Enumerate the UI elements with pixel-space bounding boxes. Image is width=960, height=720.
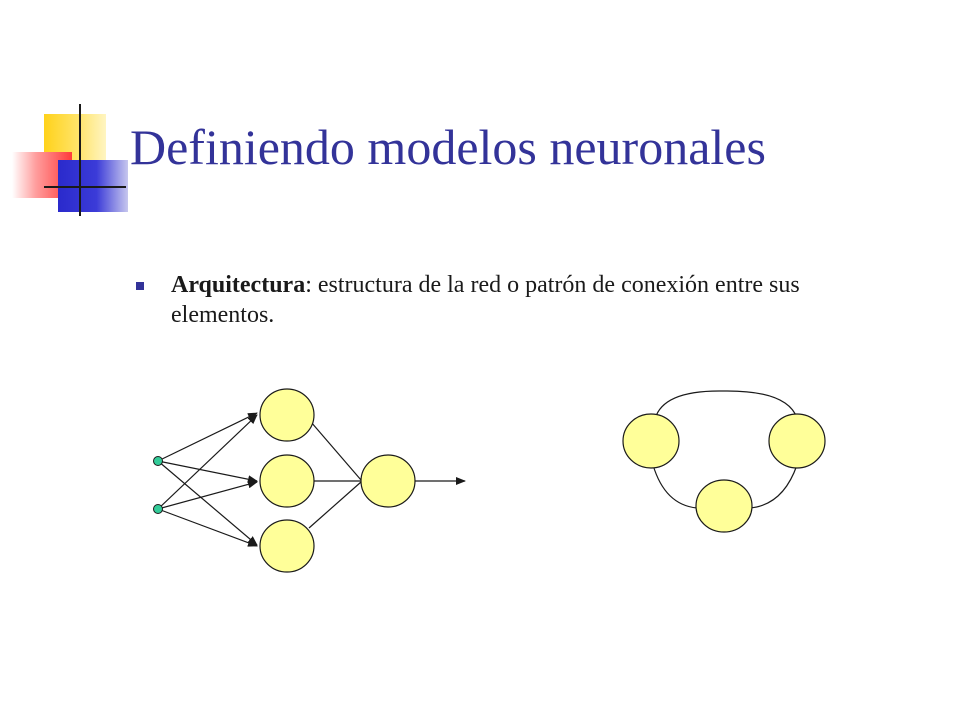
output-neuron — [360, 454, 416, 508]
feedforward-network-diagram — [153, 388, 466, 573]
connection-line — [157, 480, 258, 510]
input-node — [153, 504, 163, 514]
connection-line — [157, 414, 258, 510]
hidden-neuron — [259, 388, 315, 442]
bullet-description: : estructura de la red o patrón de conex… — [171, 272, 800, 328]
connection-line — [157, 508, 258, 547]
recurrent-network-diagram — [622, 390, 826, 533]
decor-horizontal-line — [44, 186, 126, 188]
recurrent-neuron — [622, 413, 680, 469]
connection-line — [308, 481, 362, 529]
bullet-text: Arquitectura: estructura de la red o pat… — [171, 270, 906, 330]
bullet-term: Arquitectura — [171, 272, 306, 298]
connection-line — [157, 460, 258, 484]
connection-arc — [654, 390, 798, 420]
recurrent-neuron — [768, 413, 826, 469]
connection-arc — [749, 464, 798, 509]
hidden-neuron — [259, 454, 315, 508]
bullet-square-icon — [136, 282, 144, 290]
hidden-neuron — [259, 519, 315, 573]
decor-vertical-line — [79, 104, 81, 216]
input-node — [153, 456, 163, 466]
connection-line — [157, 460, 258, 546]
slide-title: Definiendo modelos neuronales — [130, 119, 766, 175]
connection-arc — [652, 464, 698, 509]
connection-line — [157, 412, 258, 462]
connection-line — [310, 421, 362, 481]
recurrent-neuron — [695, 479, 753, 533]
